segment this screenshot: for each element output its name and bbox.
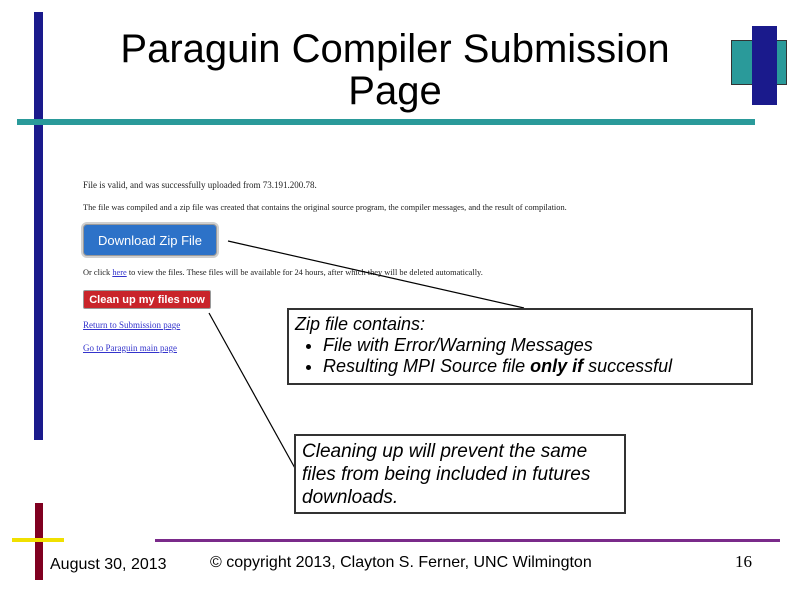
slide-title-line1: Paraguin Compiler Submission (120, 27, 670, 71)
cleanup-files-button[interactable]: Clean up my files now (83, 290, 211, 309)
paraguin-main-link[interactable]: Go to Paraguin main page (83, 343, 177, 353)
compiled-line: The file was compiled and a zip file was… (83, 203, 567, 212)
slide-title: Paraguin Compiler Submission Page (60, 28, 730, 112)
zip-contents-callout: Zip file contains: File with Error/Warni… (287, 308, 753, 385)
cleanup-callout: Cleaning up will prevent the same files … (294, 434, 626, 514)
page-number: 16 (735, 552, 752, 571)
footer-copyright: © copyright 2013, Clayton S. Ferner, UNC… (210, 554, 592, 571)
cleanup-connector (208, 312, 297, 471)
zip-item2-post: successful (583, 356, 673, 376)
click-prefix: Or click (83, 268, 113, 277)
download-zip-button[interactable]: Download Zip File (83, 224, 217, 256)
here-link[interactable]: here (112, 268, 127, 277)
zip-item2-bold: only if (530, 356, 584, 376)
left-vertical-bar (34, 12, 43, 440)
title-underline (17, 119, 755, 125)
return-submission-link[interactable]: Return to Submission page (83, 320, 181, 330)
zip-callout-item-2: Resulting MPI Source file only if succes… (323, 356, 745, 377)
slide-title-line2: Page (348, 69, 442, 113)
zip-callout-heading: Zip file contains: (295, 314, 426, 334)
corner-bar-navy (752, 26, 777, 105)
footer-yellow-bar (12, 538, 64, 542)
zip-connector (227, 240, 525, 309)
click-here-line: Or click here to view the files. These f… (83, 268, 483, 277)
footer-divider (155, 539, 780, 542)
zip-callout-item-1: File with Error/Warning Messages (323, 335, 745, 356)
status-line: File is valid, and was successfully uplo… (83, 180, 317, 190)
zip-item2-pre: Resulting MPI Source file (323, 356, 531, 376)
zip-callout-list: File with Error/Warning Messages Resulti… (295, 335, 745, 377)
footer-date: August 30, 2013 (50, 556, 167, 573)
click-suffix: to view the files. These files will be a… (126, 268, 483, 277)
